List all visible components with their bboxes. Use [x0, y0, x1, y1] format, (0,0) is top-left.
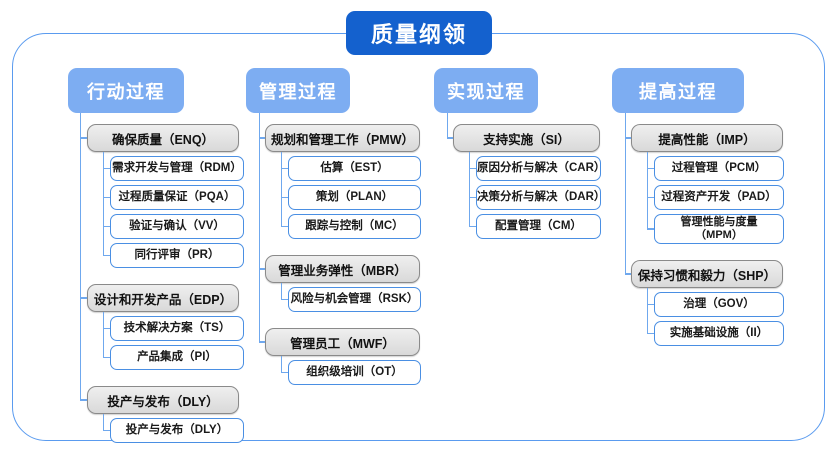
connector-group-stub-improvement-0: [625, 137, 631, 139]
leaf-box-improvement-1-0[interactable]: 治理（GOV）: [654, 292, 784, 317]
connector-leaf-stub-improvement-0-1: [647, 196, 654, 199]
leaf-box-management-1-0[interactable]: 风险与机会管理（RSK）: [288, 287, 421, 312]
connector-leaf-stub-improvement-1-1: [647, 332, 654, 335]
connector-group-stub-action-2: [80, 399, 87, 401]
connector-leaf-stub-action-2-0: [103, 429, 110, 432]
connector-group-stub-management-1: [259, 268, 265, 270]
column-header-improvement[interactable]: 提高过程: [612, 68, 744, 113]
connector-child-spine-action-1: [103, 312, 105, 358]
connector-leaf-stub-management-0-0: [281, 167, 288, 170]
leaf-box-realization-0-0[interactable]: 原因分析与解决（CAR）: [476, 156, 605, 181]
connector-leaf-stub-improvement-1-0: [647, 303, 654, 306]
connector-leaf-stub-action-0-2: [103, 225, 110, 228]
leaf-box-action-0-3[interactable]: 同行评审（PR）: [110, 243, 244, 268]
connector-header-stem-realization: [447, 113, 449, 138]
connector-child-spine-improvement-0: [647, 152, 649, 229]
leaf-box-action-0-1[interactable]: 过程质量保证（PQA）: [110, 185, 244, 210]
connector-child-spine-realization-0: [469, 152, 471, 227]
group-box-management-0[interactable]: 规划和管理工作（PMW）: [265, 124, 420, 152]
connector-group-stub-improvement-1: [625, 273, 631, 275]
connector-leaf-stub-action-1-0: [103, 327, 110, 330]
connector-header-stem-improvement: [625, 113, 627, 138]
connector-leaf-stub-improvement-0-2: [647, 228, 654, 230]
connector-child-spine-action-0: [103, 152, 105, 256]
connector-leaf-stub-management-0-2: [281, 225, 288, 228]
connector-child-spine-management-1: [281, 283, 283, 300]
connector-leaf-stub-improvement-0-0: [647, 167, 654, 170]
group-box-improvement-0[interactable]: 提高性能（IMP）: [631, 124, 783, 152]
connector-header-stem-management: [259, 113, 261, 138]
leaf-box-action-0-2[interactable]: 验证与确认（VV）: [110, 214, 244, 239]
leaf-box-improvement-1-1[interactable]: 实施基础设施（II）: [654, 321, 784, 346]
connector-leaf-stub-realization-0-1: [469, 196, 476, 199]
leaf-box-action-1-1[interactable]: 产品集成（PI）: [110, 345, 244, 370]
connector-leaf-stub-action-0-0: [103, 167, 110, 170]
group-box-action-0[interactable]: 确保质量（ENQ）: [87, 124, 239, 152]
connector-leaf-stub-management-0-1: [281, 196, 288, 199]
connector-child-spine-management-0: [281, 152, 283, 227]
connector-leaf-stub-management-1-0: [281, 298, 288, 301]
group-box-management-1[interactable]: 管理业务弹性（MBR）: [265, 255, 420, 283]
connector-group-stub-action-0: [80, 137, 87, 139]
column-header-management[interactable]: 管理过程: [246, 68, 350, 113]
group-box-action-1[interactable]: 设计和开发产品（EDP）: [87, 284, 239, 312]
leaf-box-action-2-0[interactable]: 投产与发布（DLY）: [110, 418, 244, 443]
connector-leaf-stub-realization-0-2: [469, 225, 476, 228]
connector-main-spine-action: [80, 138, 82, 400]
connector-leaf-stub-action-0-1: [103, 196, 110, 199]
connector-leaf-stub-action-1-1: [103, 356, 110, 359]
leaf-box-realization-0-1[interactable]: 决策分析与解决（DAR）: [476, 185, 605, 210]
connector-child-spine-improvement-1: [647, 288, 649, 334]
leaf-box-realization-0-2[interactable]: 配置管理（CM）: [476, 214, 601, 239]
group-box-improvement-1[interactable]: 保持习惯和毅力（SHP）: [631, 260, 783, 288]
connector-group-stub-management-0: [259, 137, 265, 139]
leaf-box-management-0-2[interactable]: 跟踪与控制（MC）: [288, 214, 421, 239]
leaf-box-improvement-0-2[interactable]: 管理性能与度量（MPM）: [654, 214, 784, 244]
leaf-box-action-1-0[interactable]: 技术解决方案（TS）: [110, 316, 244, 341]
connector-group-stub-management-2: [259, 341, 265, 343]
connector-group-stub-action-1: [80, 297, 87, 299]
connector-header-stem-action: [80, 113, 82, 138]
leaf-box-action-0-0[interactable]: 需求开发与管理（RDM）: [110, 156, 244, 181]
group-box-management-2[interactable]: 管理员工（MWF）: [265, 328, 420, 356]
connector-main-spine-improvement: [625, 138, 627, 274]
group-box-action-2[interactable]: 投产与发布（DLY）: [87, 386, 239, 414]
leaf-box-improvement-0-1[interactable]: 过程资产开发（PAD）: [654, 185, 784, 210]
connector-child-spine-action-2: [103, 414, 105, 431]
leaf-box-management-0-1[interactable]: 策划（PLAN）: [288, 185, 421, 210]
connector-leaf-stub-realization-0-0: [469, 167, 476, 170]
connector-child-spine-management-2: [281, 356, 283, 373]
connector-main-spine-management: [259, 138, 261, 342]
leaf-box-management-0-0[interactable]: 估算（EST）: [288, 156, 421, 181]
column-header-realization[interactable]: 实现过程: [434, 68, 538, 113]
connector-leaf-stub-action-0-3: [103, 254, 110, 257]
connector-leaf-stub-management-2-0: [281, 371, 288, 374]
connector-group-stub-realization-0: [447, 137, 453, 139]
leaf-box-improvement-0-0[interactable]: 过程管理（PCM）: [654, 156, 784, 181]
group-box-realization-0[interactable]: 支持实施（SI）: [453, 124, 600, 152]
leaf-box-management-2-0[interactable]: 组织级培训（OT）: [288, 360, 421, 385]
root-title-box: 质量纲领: [346, 11, 492, 55]
column-header-action[interactable]: 行动过程: [68, 68, 184, 113]
